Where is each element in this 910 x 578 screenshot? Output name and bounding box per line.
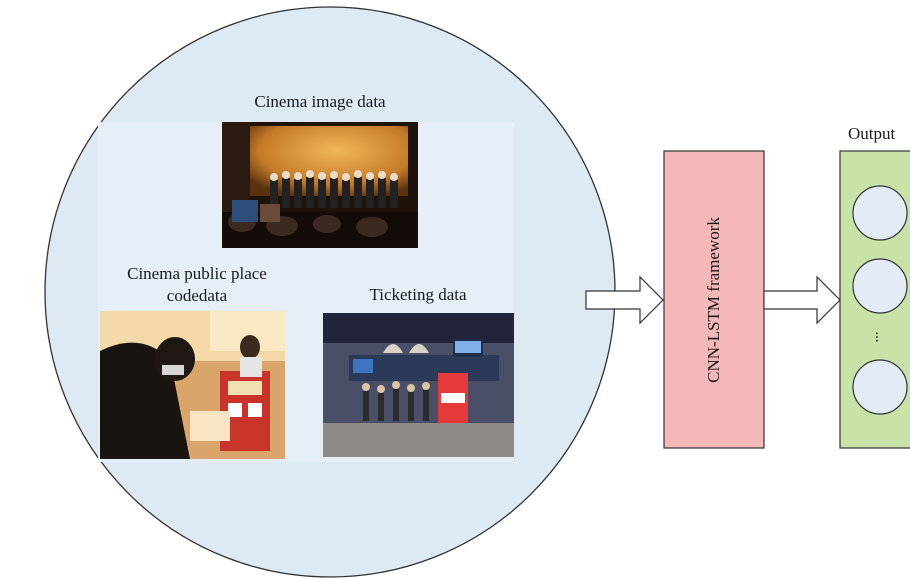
ticketing-photo xyxy=(323,313,514,457)
output-node-2 xyxy=(852,258,908,314)
framework-box xyxy=(663,150,765,449)
output-node-1 xyxy=(852,185,908,241)
public-place-caption-line2: codedata xyxy=(166,286,228,305)
framework-label: CNN-LSTM framework xyxy=(704,217,723,383)
public-place-caption-line1: Cinema public place xyxy=(127,264,267,283)
output-ellipsis: ... xyxy=(872,331,888,343)
public-place-photo xyxy=(100,311,285,459)
cinema-image-caption: Cinema image data xyxy=(254,92,386,111)
output-label: Output xyxy=(848,124,896,143)
ticketing-caption: Ticketing data xyxy=(369,285,467,304)
output-node-3 xyxy=(852,359,908,415)
arrow-to-framework xyxy=(585,275,664,325)
cinema-stage-photo xyxy=(222,122,418,248)
arrow-to-output xyxy=(763,275,841,325)
